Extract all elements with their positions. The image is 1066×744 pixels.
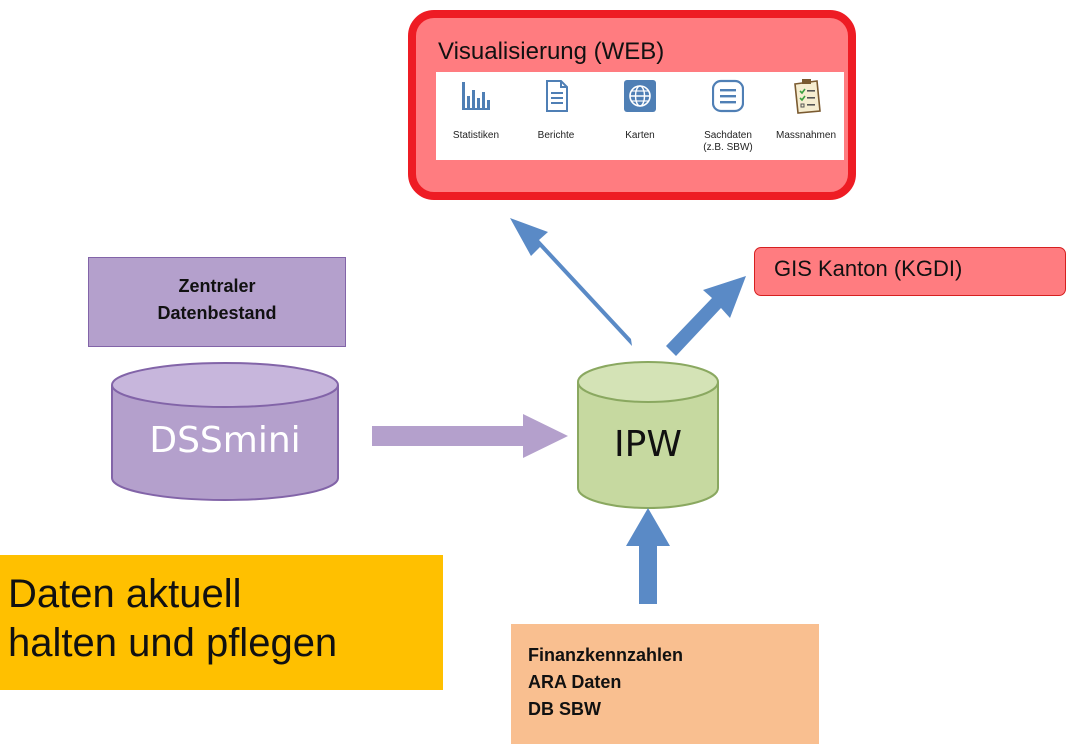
finance-line1: Finanzkennzahlen bbox=[528, 645, 684, 665]
central-data-box bbox=[88, 257, 346, 347]
tool-label: Statistiken bbox=[452, 130, 500, 141]
web-tool-strip: Statistiken Berichte Karten bbox=[436, 72, 844, 160]
central-data-line2: Datenbestand bbox=[157, 303, 277, 323]
tool-massnahmen[interactable]: Massnahmen bbox=[766, 72, 846, 160]
arrow-dssmini-to-ipw bbox=[372, 414, 568, 458]
tool-label: Berichte bbox=[537, 130, 575, 141]
maintain-data-box bbox=[0, 555, 443, 690]
tool-statistiken[interactable]: Statistiken bbox=[436, 72, 516, 160]
tool-berichte[interactable]: Berichte bbox=[516, 72, 596, 160]
central-data-line1: Zentraler bbox=[178, 276, 256, 296]
clipboard-checklist-icon bbox=[794, 79, 821, 114]
finance-line2: ARA Daten bbox=[528, 672, 622, 692]
finance-line3: DB SBW bbox=[528, 699, 601, 719]
dssmini-cylinder bbox=[111, 362, 339, 501]
tool-label: Massnahmen bbox=[775, 130, 837, 141]
tool-label: Karten bbox=[625, 130, 655, 141]
tool-sachdaten[interactable]: Sachdaten (z.B. SBW) bbox=[688, 72, 768, 160]
maintain-line1: Daten aktuell bbox=[8, 572, 242, 616]
globe-icon bbox=[624, 80, 656, 112]
maintain-line2: halten und pflegen bbox=[8, 621, 338, 665]
tool-label: Sachdaten (z.B. SBW) bbox=[688, 130, 768, 154]
web-visualization-title: Visualisierung (WEB) bbox=[438, 38, 665, 65]
arrow-ipw-to-web bbox=[510, 218, 632, 346]
central-data-label: Zentraler Datenbestand bbox=[88, 273, 346, 327]
document-icon bbox=[546, 80, 568, 112]
arrow-ipw-to-gis bbox=[666, 276, 746, 356]
ipw-cylinder bbox=[577, 361, 719, 509]
gis-kanton-box bbox=[754, 247, 1066, 296]
maintain-data-label: Daten aktuell halten und pflegen bbox=[8, 570, 337, 668]
ipw-label: IPW bbox=[614, 424, 682, 465]
finance-data-box bbox=[511, 624, 819, 744]
tool-label-line2: (z.B. SBW) bbox=[703, 142, 753, 153]
arrow-finance-to-ipw bbox=[626, 508, 670, 604]
tool-karten[interactable]: Karten bbox=[600, 72, 680, 160]
dssmini-label: DSSmini bbox=[149, 420, 301, 461]
bar-chart-icon bbox=[462, 82, 490, 110]
gis-kanton-label: GIS Kanton (KGDI) bbox=[774, 256, 963, 281]
finance-data-label: Finanzkennzahlen ARA Daten DB SBW bbox=[528, 642, 683, 723]
tool-label-line1: Sachdaten bbox=[704, 130, 752, 141]
data-sheet-icon bbox=[712, 79, 744, 113]
